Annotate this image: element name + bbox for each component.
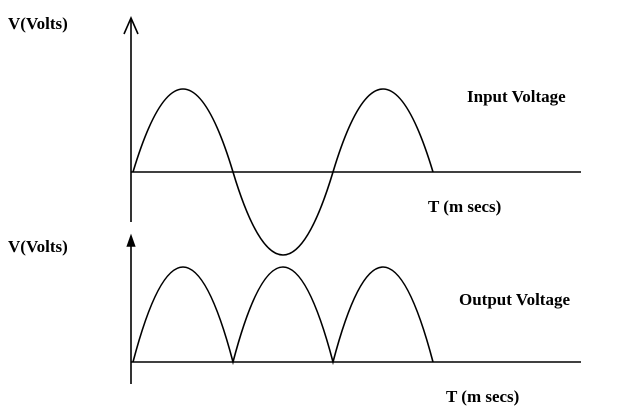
input-x-axis-label: T (m secs): [428, 197, 501, 216]
output-y-axis-arrowhead: [126, 233, 136, 247]
input-voltage-sine-wave: [132, 88, 434, 256]
input-y-axis-arrowhead: [123, 16, 139, 35]
output-voltage-label: Output Voltage: [459, 290, 570, 309]
input-voltage-label: Input Voltage: [467, 87, 566, 106]
output-y-axis-label: V(Volts): [8, 237, 68, 256]
input-voltage-panel: V(Volts) T (m secs) Input Voltage: [8, 14, 581, 256]
output-voltage-rectified-wave: [132, 266, 434, 366]
output-voltage-panel: V(Volts) T (m secs) Output Voltage: [8, 233, 581, 406]
input-y-axis-label: V(Volts): [8, 14, 68, 33]
output-x-axis-label: T (m secs): [446, 387, 519, 406]
